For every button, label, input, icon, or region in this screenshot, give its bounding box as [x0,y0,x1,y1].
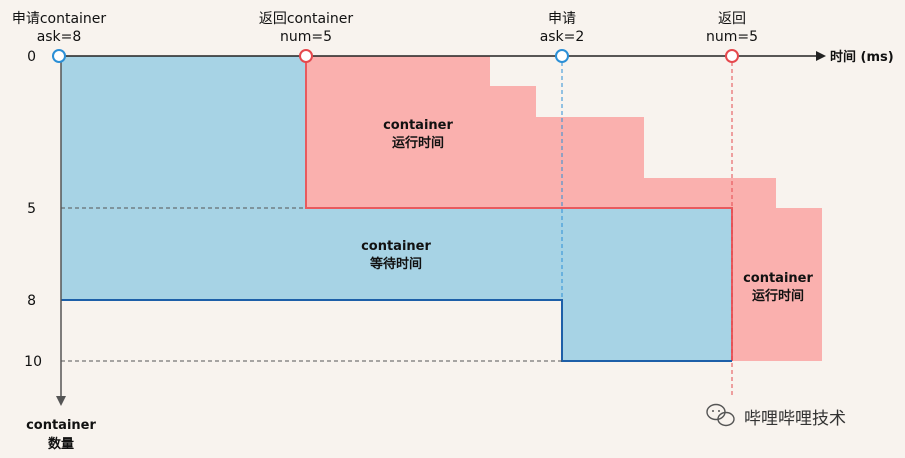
event-label-3-line1: 申请 [548,11,576,27]
waiting-region-border [61,299,732,362]
event-label-2-line2: num=5 [280,29,332,45]
region-label-run-top-line1: container [383,118,453,133]
x-axis-arrow [816,51,826,61]
region-label-wait-line1: container [361,239,431,254]
event-label-3-line2: ask=2 [540,29,585,45]
y-tick-8: 8 [27,293,36,309]
y-tick-0: 0 [27,49,36,65]
y-tick-5: 5 [27,201,36,217]
y-tick-10: 10 [24,354,42,370]
running-time-region-right [732,208,822,361]
region-label-run-right-line2: 运行时间 [752,288,804,304]
y-axis-label-line2: 数量 [48,436,74,452]
event-marker-ask2 [555,49,569,63]
y-axis-arrow [56,396,66,406]
event-label-1-line2: ask=8 [37,29,82,45]
watermark-text: 哔哩哔哩技术 [744,409,846,429]
region-label-wait-line2: 等待时间 [369,256,422,272]
y-axis-label-line1: container [26,418,96,433]
event-label-1-line1: 申请container [12,11,107,27]
running-region-border [305,56,733,361]
event-label-4-line2: num=5 [706,29,758,45]
event-label-2-line1: 返回container [259,11,354,27]
event-label-4-line1: 返回 [718,11,746,27]
event-marker-return5 [299,49,313,63]
region-label-run-top-line2: 运行时间 [392,135,444,151]
event-marker-return5b [725,49,739,63]
region-label-run-right-line1: container [743,271,813,286]
event-marker-ask8 [52,49,66,63]
running-time-region-top [306,56,776,208]
wechat-icon [706,403,735,427]
x-axis-label: 时间 (ms) [830,49,894,65]
